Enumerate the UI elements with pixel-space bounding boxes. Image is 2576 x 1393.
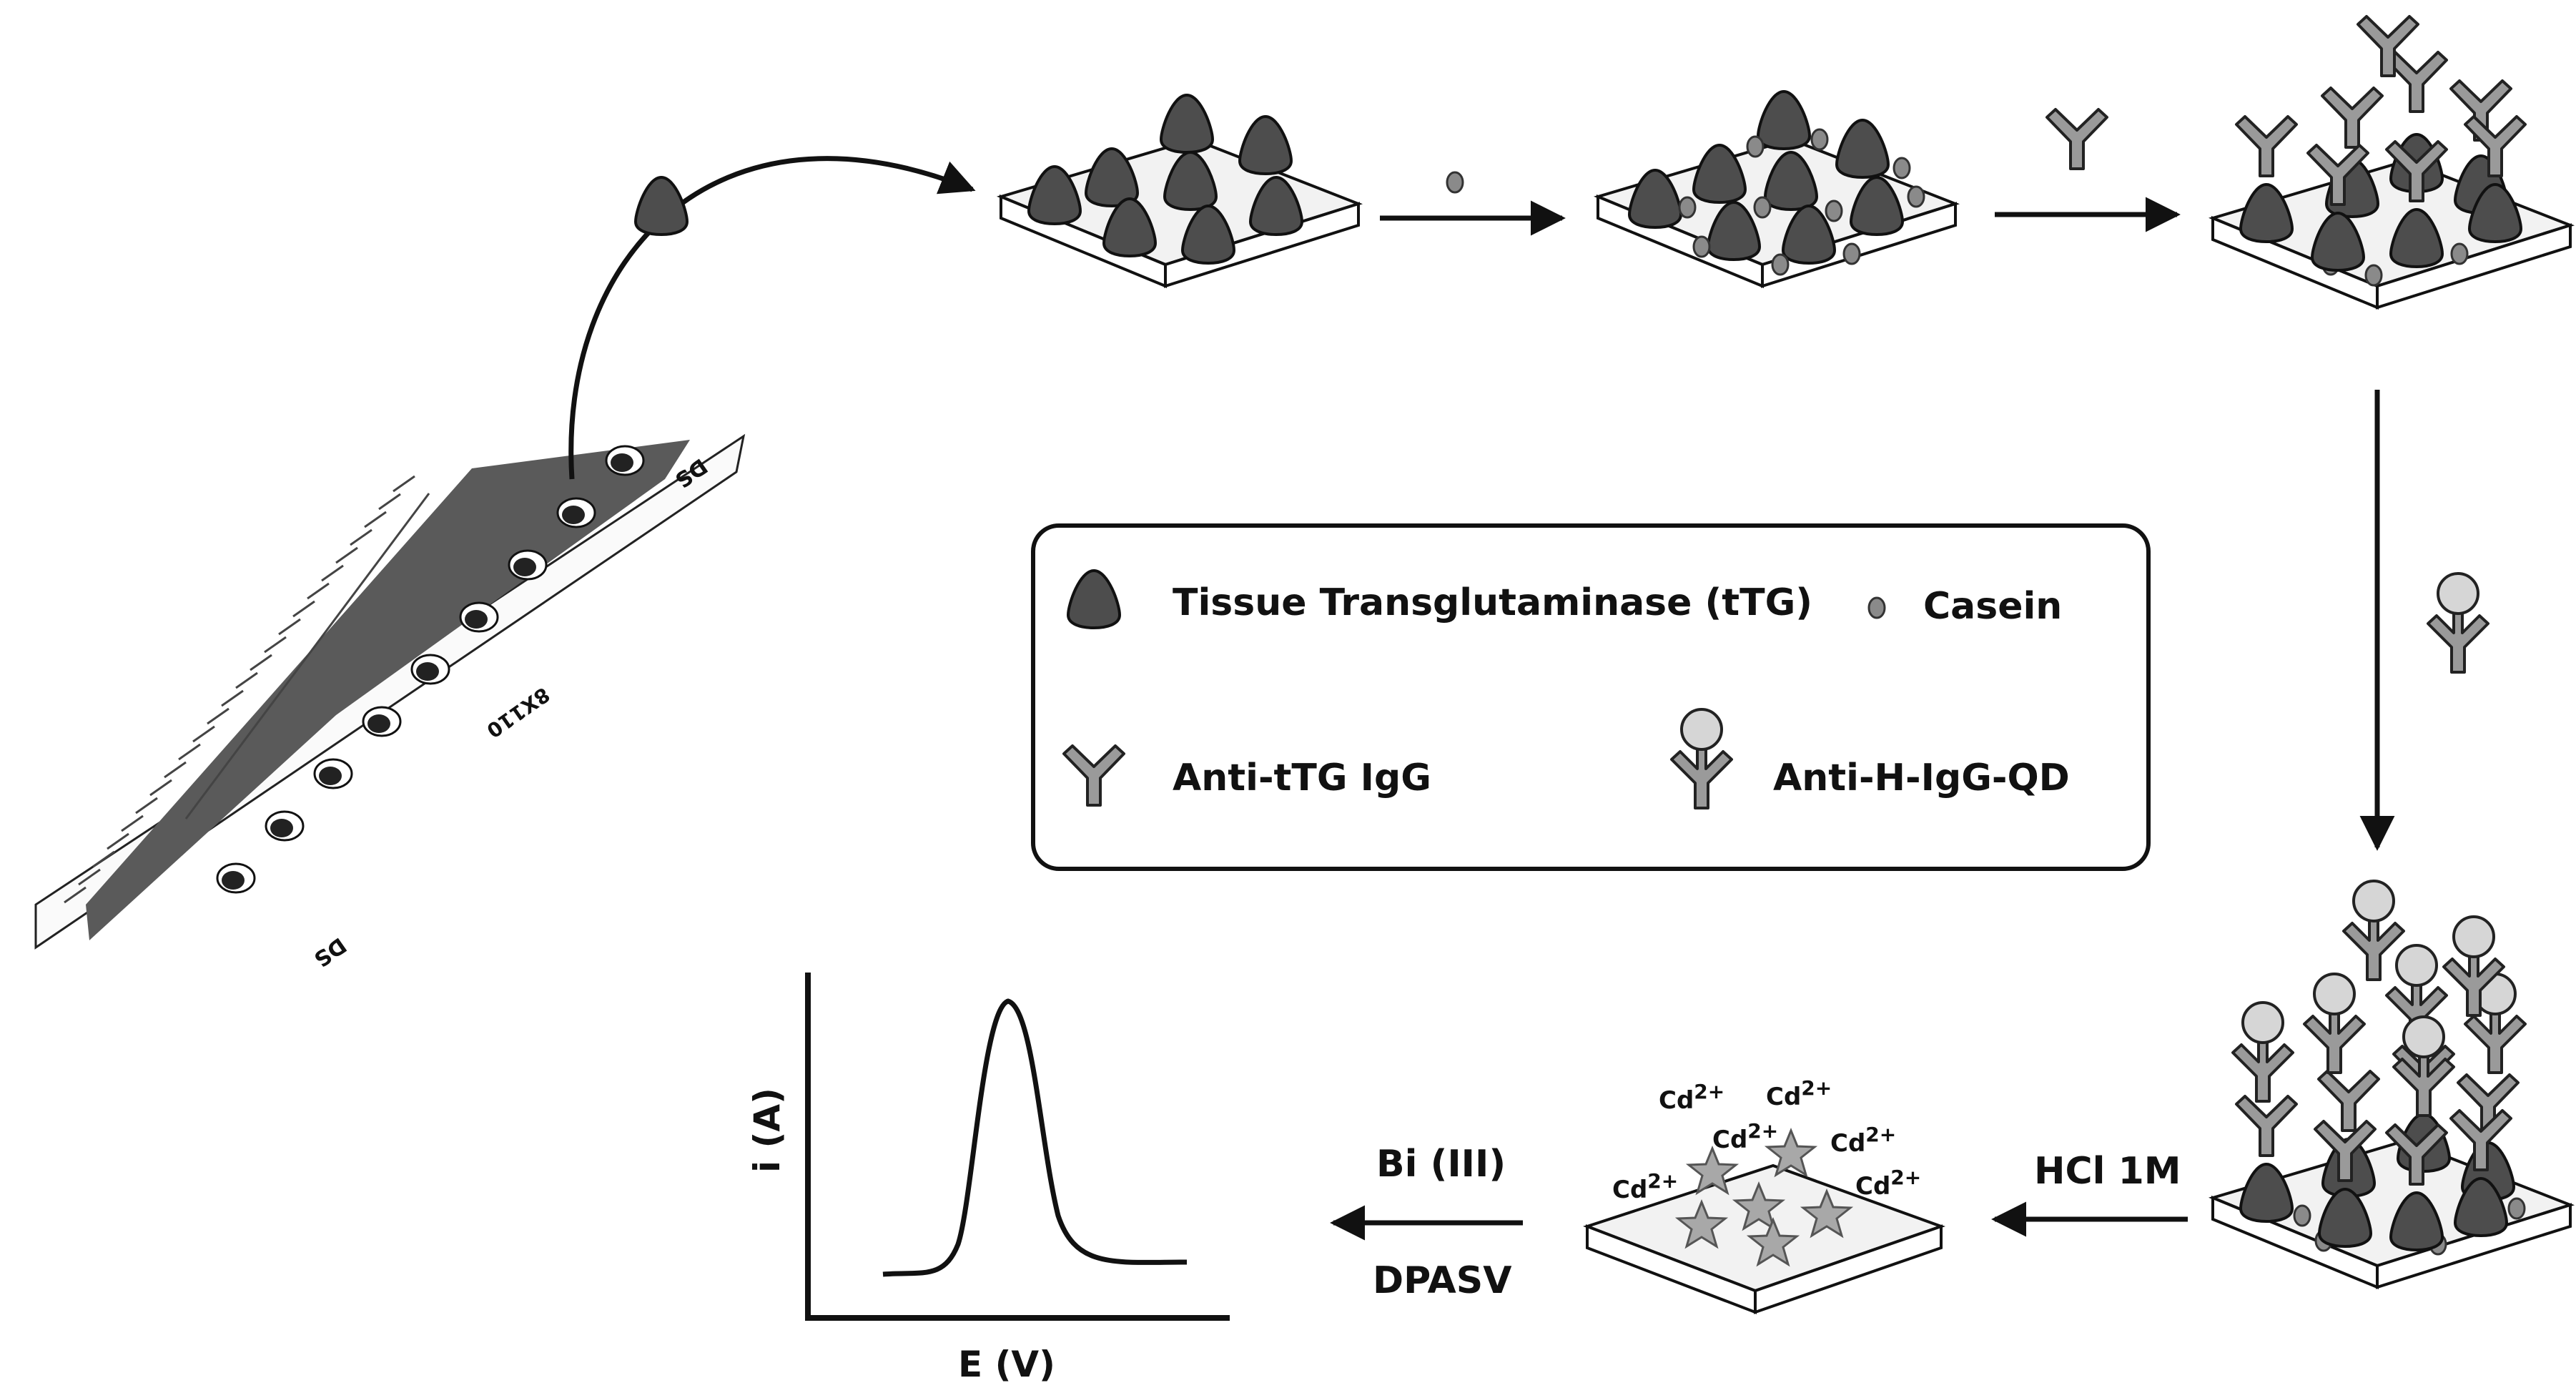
- ttg-molecule-icon: [634, 176, 689, 236]
- electrode-well: [216, 862, 256, 894]
- working-electrodes: [216, 445, 645, 894]
- svg-text:Cd2+: Cd2+: [1830, 1123, 1896, 1158]
- antibody-icon: [2045, 108, 2108, 170]
- hcl-step-arrow: HCl 1M: [1991, 1150, 2188, 1237]
- electrode-well: [313, 758, 353, 789]
- legend-casein-label: Casein: [1923, 585, 2062, 628]
- platform-antibody: [2209, 15, 2575, 310]
- svg-text:Cd2+: Cd2+: [1612, 1169, 1678, 1204]
- svg-text:Cd2+: Cd2+: [1712, 1119, 1778, 1154]
- svg-text:Cd2+: Cd2+: [1766, 1076, 1832, 1111]
- legend-anti-ttg-label: Anti-tTG IgG: [1173, 757, 1431, 799]
- hcl-label: HCl 1M: [2034, 1150, 2181, 1193]
- electrode-well: [605, 445, 645, 476]
- electrode-well: [459, 601, 499, 633]
- svg-text:Cd2+: Cd2+: [1659, 1080, 1724, 1115]
- platform-ttg: [997, 94, 1363, 288]
- deposition-arrow: [568, 156, 976, 480]
- strip-label-middle: 8X110: [482, 682, 553, 742]
- plot-y-label: i (A): [746, 1088, 788, 1173]
- electrode-well: [362, 706, 402, 737]
- electrode-well: [265, 810, 305, 842]
- strip-contact-stripes: [184, 493, 430, 819]
- strip-contact-ticks: [64, 475, 415, 904]
- legend-casein-icon: [1867, 596, 1886, 619]
- electrode-well: [410, 654, 450, 685]
- voltammogram-plot: i (A) E (V): [746, 973, 1230, 1385]
- casein-step-arrow: [1380, 171, 1566, 236]
- antibody-qd-icon: [2427, 572, 2489, 674]
- strip-label-bottom: DS: [309, 932, 350, 971]
- dpasv-step-arrow: Bi (III) DPASV: [1330, 1143, 1523, 1302]
- electrode-strip: DS 8X110 DS: [34, 433, 746, 972]
- qd-step-arrow: [2359, 390, 2489, 851]
- bi-label: Bi (III): [1376, 1143, 1506, 1186]
- legend-anti-h-igg-qd-label: Anti-H-IgG-QD: [1773, 757, 2070, 799]
- electrode-well: [556, 497, 596, 528]
- cd-ion-labels: Cd2+ Cd2+ Cd2+ Cd2+ Cd2+ Cd2+: [1612, 1076, 1921, 1204]
- plot-x-label: E (V): [958, 1344, 1055, 1385]
- platform-qd: [2209, 880, 2575, 1289]
- casein-icon: [1446, 171, 1464, 194]
- legend-box: Tissue Transglutaminase (tTG) Casein Ant…: [1031, 523, 2151, 871]
- platform-cd-release: Cd2+ Cd2+ Cd2+ Cd2+ Cd2+ Cd2+: [1583, 1076, 1945, 1314]
- legend-ttg-label: Tissue Transglutaminase (tTG): [1173, 581, 1812, 624]
- platform-ttg-casein: [1594, 90, 1960, 288]
- dpasv-label: DPASV: [1373, 1259, 1511, 1302]
- electrode-well: [508, 549, 548, 581]
- anti-ttg-step-arrow: [1995, 108, 2181, 232]
- svg-text:Cd2+: Cd2+: [1855, 1166, 1921, 1201]
- stripping-peak-curve: [882, 998, 1188, 1277]
